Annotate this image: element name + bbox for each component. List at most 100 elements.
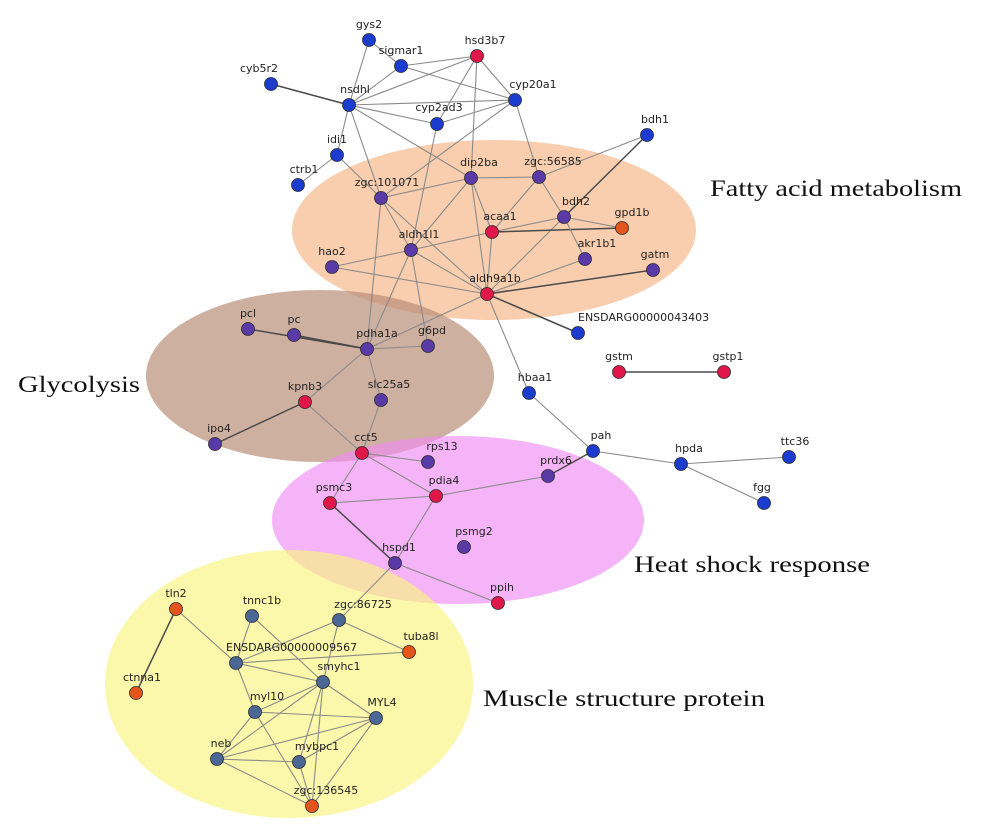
node-marker[interactable]	[430, 117, 444, 131]
node-marker[interactable]	[404, 243, 418, 257]
node-marker[interactable]	[457, 540, 471, 554]
node-ipo4[interactable]: ipo4	[207, 422, 231, 451]
node-marker[interactable]	[612, 365, 626, 379]
node-cct5[interactable]: cct5	[354, 431, 378, 460]
node-ctnna1[interactable]: ctnna1	[123, 671, 161, 700]
node-marker[interactable]	[241, 322, 255, 336]
node-marker[interactable]	[485, 225, 499, 239]
node-marker[interactable]	[325, 260, 339, 274]
node-marker[interactable]	[332, 613, 346, 627]
node-marker[interactable]	[360, 342, 374, 356]
node-mybpc1[interactable]: mybpc1	[292, 740, 340, 769]
node-marker[interactable]	[169, 602, 183, 616]
node-ctrb1[interactable]: ctrb1	[290, 163, 319, 192]
node-cyb5r2[interactable]: cyb5r2	[240, 62, 278, 91]
node-marker[interactable]	[717, 365, 731, 379]
node-marker[interactable]	[229, 656, 243, 670]
node-marker[interactable]	[129, 686, 143, 700]
node-marker[interactable]	[470, 49, 484, 63]
node-marker[interactable]	[362, 33, 376, 47]
node-hsd3b7[interactable]: hsd3b7	[465, 34, 506, 63]
node-psmg2[interactable]: psmg2	[455, 525, 493, 554]
node-marker[interactable]	[532, 170, 546, 184]
node-pah[interactable]: pah	[586, 429, 612, 458]
node-hao2[interactable]: hao2	[318, 245, 346, 274]
node-pc[interactable]: pc	[287, 313, 301, 342]
node-marker[interactable]	[264, 77, 278, 91]
node-marker[interactable]	[342, 98, 356, 112]
node-marker[interactable]	[210, 752, 224, 766]
node-marker[interactable]	[429, 489, 443, 503]
node-marker[interactable]	[402, 645, 416, 659]
node-marker[interactable]	[369, 711, 383, 725]
node-marker[interactable]	[287, 328, 301, 342]
node-tln2[interactable]: tln2	[165, 587, 187, 616]
node-marker[interactable]	[541, 469, 555, 483]
node-ttc36[interactable]: ttc36	[781, 435, 810, 464]
node-myl10[interactable]: myl10	[248, 690, 285, 719]
node-marker[interactable]	[421, 339, 435, 353]
node-bdh2[interactable]: bdh2	[557, 195, 590, 224]
node-marker[interactable]	[464, 171, 478, 185]
node-tuba8l[interactable]: tuba8l	[402, 630, 439, 659]
node-marker[interactable]	[640, 128, 654, 142]
node-marker[interactable]	[374, 191, 388, 205]
node-aldh1l1[interactable]: aldh1l1	[399, 228, 440, 257]
node-smyhc1[interactable]: smyhc1	[316, 660, 361, 689]
node-marker[interactable]	[394, 59, 408, 73]
node-marker[interactable]	[330, 148, 344, 162]
node-fgg[interactable]: fgg	[753, 481, 771, 510]
node-MYL4[interactable]: MYL4	[367, 696, 397, 725]
node-psmc3[interactable]: psmc3	[316, 481, 352, 510]
node-cyp2ad3[interactable]: cyp2ad3	[415, 101, 463, 131]
node-pcl[interactable]: pcl	[240, 307, 256, 336]
node-slc25a5[interactable]: slc25a5	[368, 378, 411, 407]
node-ensdarg9567[interactable]: ENSDARG00000009567	[226, 641, 357, 670]
node-marker[interactable]	[757, 496, 771, 510]
node-akr1b1[interactable]: akr1b1	[578, 237, 617, 266]
node-marker[interactable]	[323, 496, 337, 510]
node-acaa1[interactable]: acaa1	[483, 210, 517, 239]
node-dip2ba[interactable]: dip2ba	[460, 156, 498, 185]
node-marker[interactable]	[291, 178, 305, 192]
node-marker[interactable]	[388, 556, 402, 570]
node-ppih[interactable]: ppih	[490, 581, 514, 610]
node-ensdarg43403[interactable]: ENSDARG00000043403	[571, 311, 710, 340]
node-cyp20a1[interactable]: cyp20a1	[508, 78, 557, 107]
node-pdha1a[interactable]: pdha1a	[356, 327, 398, 356]
node-zgc136545[interactable]: zgc:136545	[294, 784, 359, 813]
node-marker[interactable]	[615, 221, 629, 235]
node-gpd1b[interactable]: gpd1b	[615, 206, 650, 235]
node-gstp1[interactable]: gstp1	[712, 350, 744, 379]
node-zgc56585[interactable]: zgc:56585	[524, 155, 582, 184]
node-marker[interactable]	[578, 252, 592, 266]
node-marker[interactable]	[480, 287, 494, 301]
node-gstm[interactable]: gstm	[605, 350, 633, 379]
node-marker[interactable]	[782, 450, 796, 464]
node-g6pd[interactable]: g6pd	[418, 324, 446, 353]
node-marker[interactable]	[208, 437, 222, 451]
node-neb[interactable]: neb	[210, 737, 232, 766]
node-gys2[interactable]: gys2	[356, 18, 382, 47]
node-idi1[interactable]: idi1	[327, 133, 347, 162]
node-marker[interactable]	[508, 93, 522, 107]
node-marker[interactable]	[491, 596, 505, 610]
node-marker[interactable]	[245, 609, 259, 623]
node-marker[interactable]	[316, 675, 330, 689]
node-marker[interactable]	[522, 386, 536, 400]
node-marker[interactable]	[298, 395, 312, 409]
node-zgc101071[interactable]: zgc:101071	[355, 176, 420, 205]
node-pdia4[interactable]: pdia4	[429, 474, 460, 503]
node-marker[interactable]	[248, 705, 262, 719]
node-marker[interactable]	[571, 326, 585, 340]
node-nsdhl[interactable]: nsdhl	[340, 83, 370, 112]
node-hpda[interactable]: hpda	[674, 442, 703, 471]
node-marker[interactable]	[586, 444, 600, 458]
node-marker[interactable]	[355, 446, 369, 460]
node-marker[interactable]	[674, 457, 688, 471]
node-hspd1[interactable]: hspd1	[382, 541, 416, 570]
node-prdx6[interactable]: prdx6	[540, 454, 572, 483]
node-tnnc1b[interactable]: tnnc1b	[243, 594, 281, 623]
node-bdh1[interactable]: bdh1	[640, 113, 669, 142]
node-hbaa1[interactable]: hbaa1	[518, 371, 552, 400]
